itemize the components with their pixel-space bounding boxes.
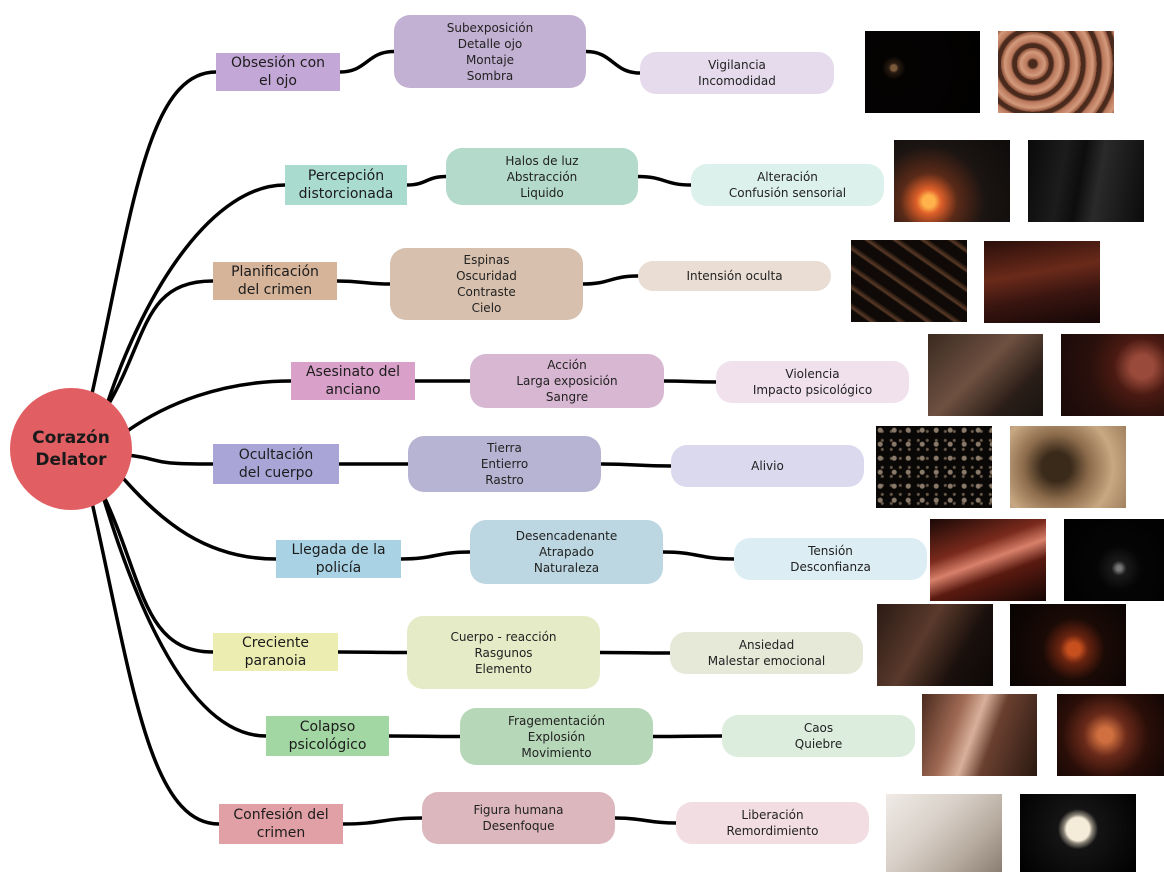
still-frame-image: [1010, 426, 1126, 508]
technique-to-effect-line: [636, 174, 693, 187]
topic-node: Asesinato del anciano: [291, 362, 415, 400]
still-frame-image: [877, 604, 993, 686]
still-frame-image: [928, 334, 1043, 416]
root-to-topic-line: [106, 279, 215, 408]
technique-to-effect-line: [662, 379, 718, 384]
topic-to-technique-line: [338, 49, 396, 74]
technique-to-effect-line: [661, 550, 736, 561]
root-to-topic-line: [119, 474, 278, 561]
technique-to-effect-line: [598, 650, 672, 655]
technique-node: Tierra Entierro Rastro: [408, 436, 601, 492]
technique-to-effect-line: [581, 274, 640, 286]
still-frame-image: [930, 519, 1046, 601]
topic-node: Obsesión con el ojo: [216, 53, 340, 91]
effect-node: Ansiedad Malestar emocional: [670, 632, 863, 674]
effect-node: Alivio: [671, 445, 864, 487]
technique-node: Cuerpo - reacción Rasgunos Elemento: [407, 616, 600, 689]
technique-node: Halos de luz Abstracción Liquido: [446, 148, 638, 205]
effect-node: Vigilancia Incomodidad: [640, 52, 834, 94]
technique-node: Figura humana Desenfoque: [422, 792, 615, 844]
technique-node: Subexposición Detalle ojo Montaje Sombra: [394, 15, 586, 88]
effect-node: Liberación Remordimiento: [676, 802, 869, 844]
effect-node: Intensión oculta: [638, 261, 831, 291]
still-frame-image: [1061, 334, 1164, 416]
root-to-topic-line: [101, 493, 215, 654]
technique-to-effect-line: [613, 816, 678, 825]
still-frame-image: [1057, 694, 1164, 776]
still-frame-image: [851, 240, 967, 322]
still-frame-image: [1010, 604, 1126, 686]
topic-node: Planificación del crimen: [213, 262, 337, 300]
effect-node: Caos Quiebre: [722, 715, 915, 757]
technique-node: Fragementación Explosión Movimiento: [460, 708, 653, 765]
technique-to-effect-line: [599, 462, 673, 468]
topic-to-technique-line: [336, 650, 409, 655]
root-node: Corazón Delator: [10, 388, 132, 510]
root-to-topic-line: [90, 500, 221, 826]
technique-to-effect-line: [651, 734, 724, 739]
topic-to-technique-line: [335, 279, 392, 286]
still-frame-image: [865, 31, 980, 113]
effect-node: Tensión Desconfianza: [734, 538, 927, 580]
topic-node: Colapso psicológico: [266, 716, 389, 756]
technique-node: Desencadenante Atrapado Naturaleza: [470, 520, 663, 584]
still-frame-image: [886, 794, 1002, 872]
topic-to-technique-line: [341, 816, 424, 826]
technique-to-effect-line: [584, 49, 642, 75]
technique-node: Espinas Oscuridad Contraste Cielo: [390, 248, 583, 320]
still-frame-image: [1028, 140, 1144, 222]
technique-node: Acción Larga exposición Sangre: [470, 354, 664, 408]
root-to-topic-line: [101, 494, 268, 738]
topic-to-technique-line: [399, 550, 472, 561]
still-frame-image: [1064, 519, 1164, 601]
topic-node: Creciente paranoia: [213, 633, 338, 671]
still-frame-image: [984, 241, 1100, 323]
still-frame-image: [998, 31, 1114, 113]
root-to-topic-line: [105, 183, 287, 407]
effect-node: Alteración Confusión sensorial: [691, 164, 884, 206]
root-to-topic-line: [123, 379, 293, 434]
topic-node: Percepción distorcionada: [285, 165, 407, 205]
topic-to-technique-line: [405, 174, 448, 187]
effect-node: Violencia Impacto psicológico: [716, 361, 909, 403]
still-frame-image: [876, 426, 992, 508]
topic-node: Ocultación del cuerpo: [213, 444, 339, 484]
still-frame-image: [1020, 794, 1136, 872]
topic-node: Llegada de la policía: [276, 540, 401, 578]
still-frame-image: [894, 140, 1010, 222]
topic-node: Confesión del crimen: [219, 804, 343, 844]
root-to-topic-line: [125, 453, 215, 466]
still-frame-image: [922, 694, 1037, 776]
topic-to-technique-line: [387, 734, 462, 739]
root-to-topic-line: [89, 70, 218, 398]
